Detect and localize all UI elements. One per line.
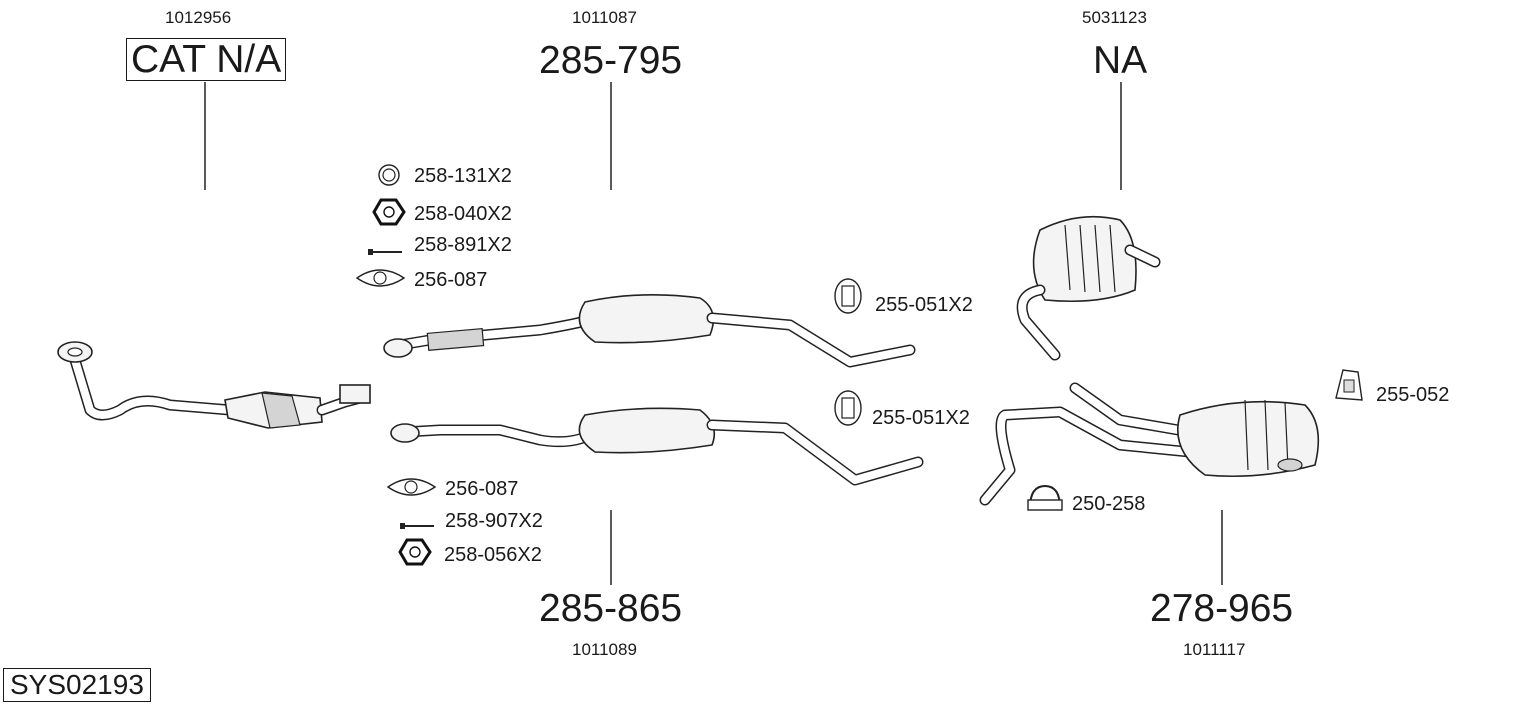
- accessory-label-gasket: 256-087: [414, 269, 488, 291]
- diagram-code: SYS02193: [3, 668, 151, 702]
- rear-silencer-drawing: [1016, 215, 1161, 361]
- bolt-icon: [400, 523, 434, 529]
- accessory-label-bolt: 258-907X2: [445, 510, 543, 532]
- hex-nut-icon: [398, 538, 432, 566]
- catalytic-converter-drawing: [57, 341, 371, 429]
- part-number-rear-alt: 278-965: [1150, 587, 1294, 630]
- front-pipe-alt-drawing: [390, 407, 924, 486]
- accessory-label-nut: 258-056X2: [444, 544, 542, 566]
- ref-code-cat: 1012956: [165, 8, 232, 27]
- clamp-icon: [1027, 484, 1063, 511]
- accessory-label-bolt: 258-891X2: [414, 234, 512, 256]
- ref-code-rear-alt: 1011117: [1183, 640, 1246, 659]
- front-pipe-drawing: [383, 294, 916, 368]
- accessory-label-mount: 255-051X2: [875, 294, 973, 316]
- accessory-label-mount: 255-051X2: [872, 407, 970, 429]
- ref-code-front-alt: 1011089: [572, 640, 637, 659]
- mount-icon: [1335, 369, 1363, 401]
- part-number-front: 285-795: [539, 39, 683, 82]
- gasket-icon: [355, 269, 406, 287]
- accessory-label-clamp: 250-258: [1072, 493, 1146, 515]
- ref-code-front: 1011087: [572, 8, 637, 27]
- ring-icon: [378, 164, 400, 186]
- bolt-icon: [368, 249, 402, 255]
- mount-icon: [834, 278, 862, 314]
- gasket-icon: [386, 478, 437, 496]
- accessory-label-gasket: 256-087: [445, 478, 519, 500]
- rear-silencer-alt-drawing: [979, 382, 1320, 506]
- part-number-rear-silencer: NA: [1093, 39, 1148, 82]
- part-number-cat: CAT N/A: [126, 38, 287, 81]
- accessory-label-mount: 255-052: [1376, 384, 1450, 406]
- accessory-label-ring: 258-131X2: [414, 165, 512, 187]
- part-number-front-alt: 285-865: [539, 587, 683, 630]
- accessory-label-nut: 258-040X2: [414, 203, 512, 225]
- ref-code-rear-silencer: 5031123: [1082, 8, 1147, 27]
- hex-nut-icon: [372, 198, 406, 226]
- mount-icon: [834, 390, 862, 426]
